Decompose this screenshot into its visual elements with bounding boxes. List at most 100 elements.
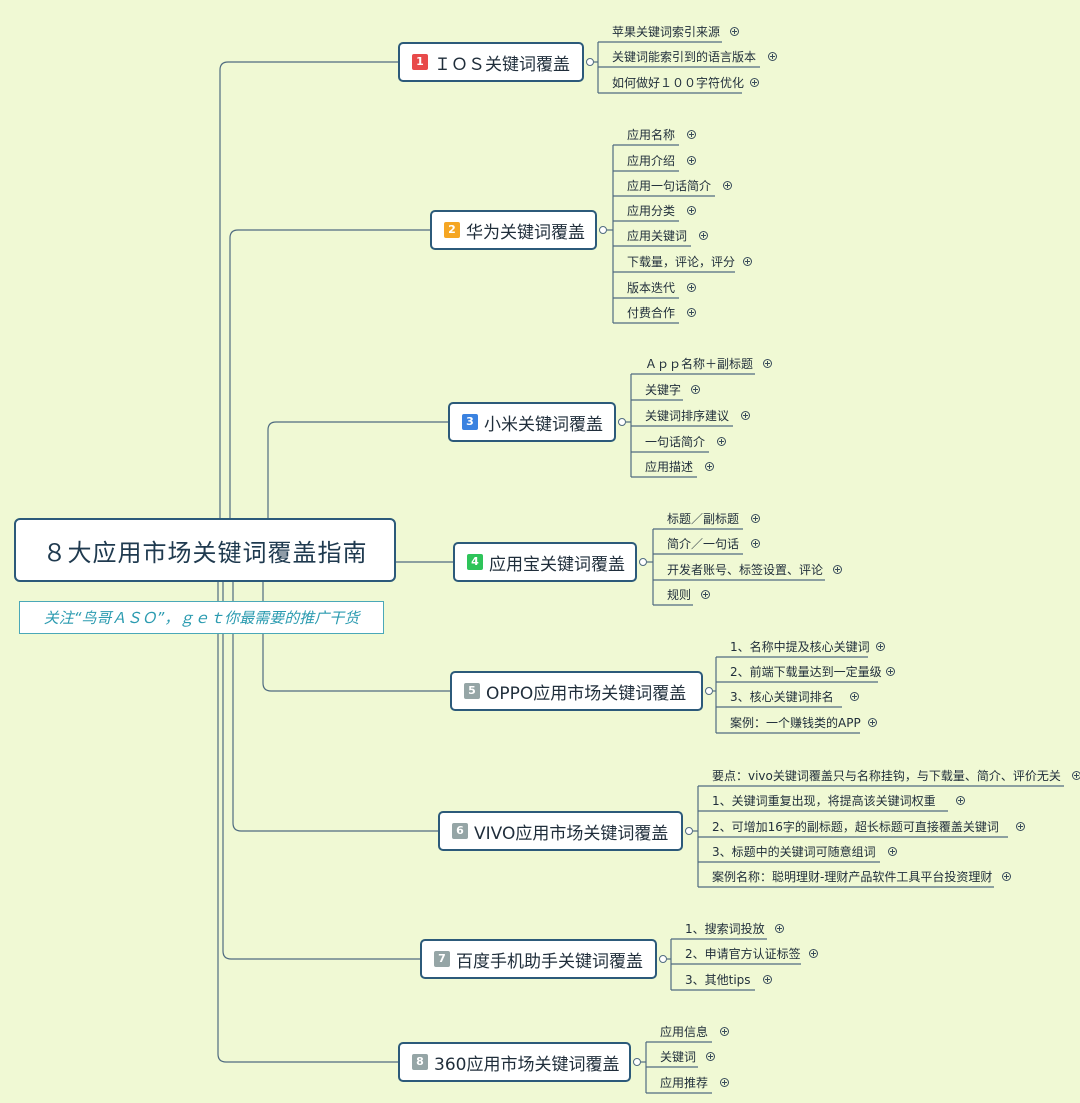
leaf-topic[interactable]: 付费合作 [627, 306, 676, 320]
leaf-topic[interactable]: 如何做好１００字符优化 [612, 76, 745, 90]
expand-plus-icon[interactable] [876, 642, 885, 651]
expand-plus-icon[interactable] [768, 52, 777, 61]
central-topic[interactable]: ８大应用市场关键词覆盖指南 [14, 518, 396, 582]
expand-plus-icon[interactable] [850, 692, 859, 701]
branch-topic-8[interactable]: 8 360应用市场关键词覆盖 [398, 1042, 631, 1082]
expand-plus-icon[interactable] [775, 924, 784, 933]
leaf-topic[interactable]: 标题／副标题 [667, 512, 740, 526]
collapse-toggle-icon[interactable] [599, 226, 607, 234]
leaf-topic[interactable]: 规则 [667, 588, 692, 602]
collapse-toggle-icon[interactable] [618, 418, 626, 426]
expand-plus-icon[interactable] [701, 590, 710, 599]
leaf-topic[interactable]: 要点：vivo关键词覆盖只与名称挂钩，与下载量、简介、评价无关 [712, 769, 1061, 783]
leaf-topic[interactable]: 应用描述 [645, 460, 694, 474]
expand-plus-icon[interactable] [723, 181, 732, 190]
leaf-topic[interactable]: 应用分类 [627, 204, 676, 218]
expand-plus-icon[interactable] [1016, 822, 1025, 831]
expand-plus-icon[interactable] [687, 206, 696, 215]
leaf-topic[interactable]: 版本迭代 [627, 281, 676, 295]
leaf-topic[interactable]: 1、名称中提及核心关键词 [730, 640, 870, 654]
leaf-topic[interactable]: 3、标题中的关键词可随意组词 [712, 845, 876, 859]
leaf-topic[interactable]: 应用一句话简介 [627, 179, 712, 193]
expand-plus-icon[interactable] [687, 156, 696, 165]
leaf-topic[interactable]: 一句话简介 [645, 435, 706, 449]
branch-number-badge: 3 [462, 414, 478, 430]
expand-plus-icon[interactable] [720, 1027, 729, 1036]
expand-plus-icon[interactable] [1072, 771, 1080, 780]
subtitle-note: 关注“鸟哥ＡＳＯ”，ｇｅｔ你最需要的推广干货 [19, 601, 384, 634]
leaf-topic[interactable]: 应用推荐 [660, 1076, 709, 1090]
expand-plus-icon[interactable] [687, 308, 696, 317]
connector-central-to-branch-7 [222, 582, 420, 960]
connector-central-to-branch-8 [217, 582, 398, 1063]
expand-plus-icon[interactable] [886, 667, 895, 676]
expand-plus-icon[interactable] [763, 975, 772, 984]
expand-plus-icon[interactable] [687, 130, 696, 139]
leaf-topic[interactable]: Ａｐｐ名称＋副标题 [645, 357, 754, 371]
expand-plus-icon[interactable] [956, 796, 965, 805]
leaf-topic[interactable]: 关键词 [660, 1050, 697, 1064]
collapse-toggle-icon[interactable] [685, 827, 693, 835]
leaf-topic[interactable]: 案例：一个赚钱类的APP [730, 716, 861, 730]
leaf-topic[interactable]: 下载量，评论，评分 [627, 255, 736, 269]
leaf-topic[interactable]: 1、关键词重复出现，将提高该关键词权重 [712, 794, 936, 808]
collapse-toggle-icon[interactable] [659, 955, 667, 963]
leaf-topic[interactable]: 2、前端下载量达到一定量级 [730, 665, 882, 679]
leaf-topic[interactable]: 2、申请官方认证标签 [685, 947, 801, 961]
expand-plus-icon[interactable] [691, 385, 700, 394]
collapse-toggle-icon[interactable] [705, 687, 713, 695]
leaf-topic[interactable]: 3、核心关键词排名 [730, 690, 834, 704]
expand-plus-icon[interactable] [743, 257, 752, 266]
branch-number-badge: 6 [452, 823, 468, 839]
expand-plus-icon[interactable] [833, 565, 842, 574]
expand-plus-icon[interactable] [1002, 872, 1011, 881]
leaf-topic[interactable]: 关键字 [645, 383, 682, 397]
expand-plus-icon[interactable] [741, 411, 750, 420]
expand-plus-icon[interactable] [763, 359, 772, 368]
leaf-topic[interactable]: 应用关键词 [627, 229, 688, 243]
leaf-topic[interactable]: 关键词排序建议 [645, 409, 730, 423]
collapse-toggle-icon[interactable] [639, 558, 647, 566]
leaf-topic[interactable]: 1、搜索词投放 [685, 922, 765, 936]
collapse-toggle-icon[interactable] [586, 58, 594, 66]
expand-plus-icon[interactable] [730, 27, 739, 36]
leaf-topic[interactable]: 应用信息 [660, 1025, 709, 1039]
expand-plus-icon[interactable] [751, 514, 760, 523]
expand-plus-icon[interactable] [888, 847, 897, 856]
leaf-topic[interactable]: 案例名称：聪明理财-理财产品软件工具平台投资理财 [712, 870, 993, 884]
expand-plus-icon[interactable] [717, 437, 726, 446]
leaf-topic[interactable]: 简介／一句话 [667, 537, 740, 551]
leaf-topic[interactable]: 应用介绍 [627, 154, 676, 168]
leaf-topic[interactable]: 开发者账号、标签设置、评论 [667, 563, 824, 577]
branch-number-badge: 7 [434, 951, 450, 967]
expand-plus-icon[interactable] [699, 231, 708, 240]
expand-plus-icon[interactable] [720, 1078, 729, 1087]
expand-plus-icon[interactable] [687, 283, 696, 292]
leaf-topic[interactable]: 3、其他tips [685, 973, 751, 987]
branch-title: 360应用市场关键词覆盖 [434, 1054, 620, 1075]
leaf-topic[interactable]: 苹果关键词索引来源 [612, 25, 721, 39]
collapse-toggle-icon[interactable] [633, 1058, 641, 1066]
expand-plus-icon[interactable] [706, 1052, 715, 1061]
expand-plus-icon[interactable] [750, 78, 759, 87]
central-topic-label: ８大应用市场关键词覆盖指南 [42, 538, 368, 567]
leaf-topic[interactable]: 2、可增加16字的副标题，超长标题可直接覆盖关键词 [712, 820, 999, 834]
expand-plus-icon[interactable] [809, 949, 818, 958]
branch-number-badge: 8 [412, 1054, 428, 1070]
branch-number-badge: 1 [412, 54, 428, 70]
connector-central-to-branch-2 [229, 229, 430, 518]
expand-plus-icon[interactable] [868, 718, 877, 727]
expand-plus-icon[interactable] [705, 462, 714, 471]
expand-plus-icon[interactable] [751, 539, 760, 548]
leaf-topic[interactable]: 关键词能索引到的语言版本 [612, 50, 757, 64]
leaf-topic[interactable]: 应用名称 [627, 128, 676, 142]
